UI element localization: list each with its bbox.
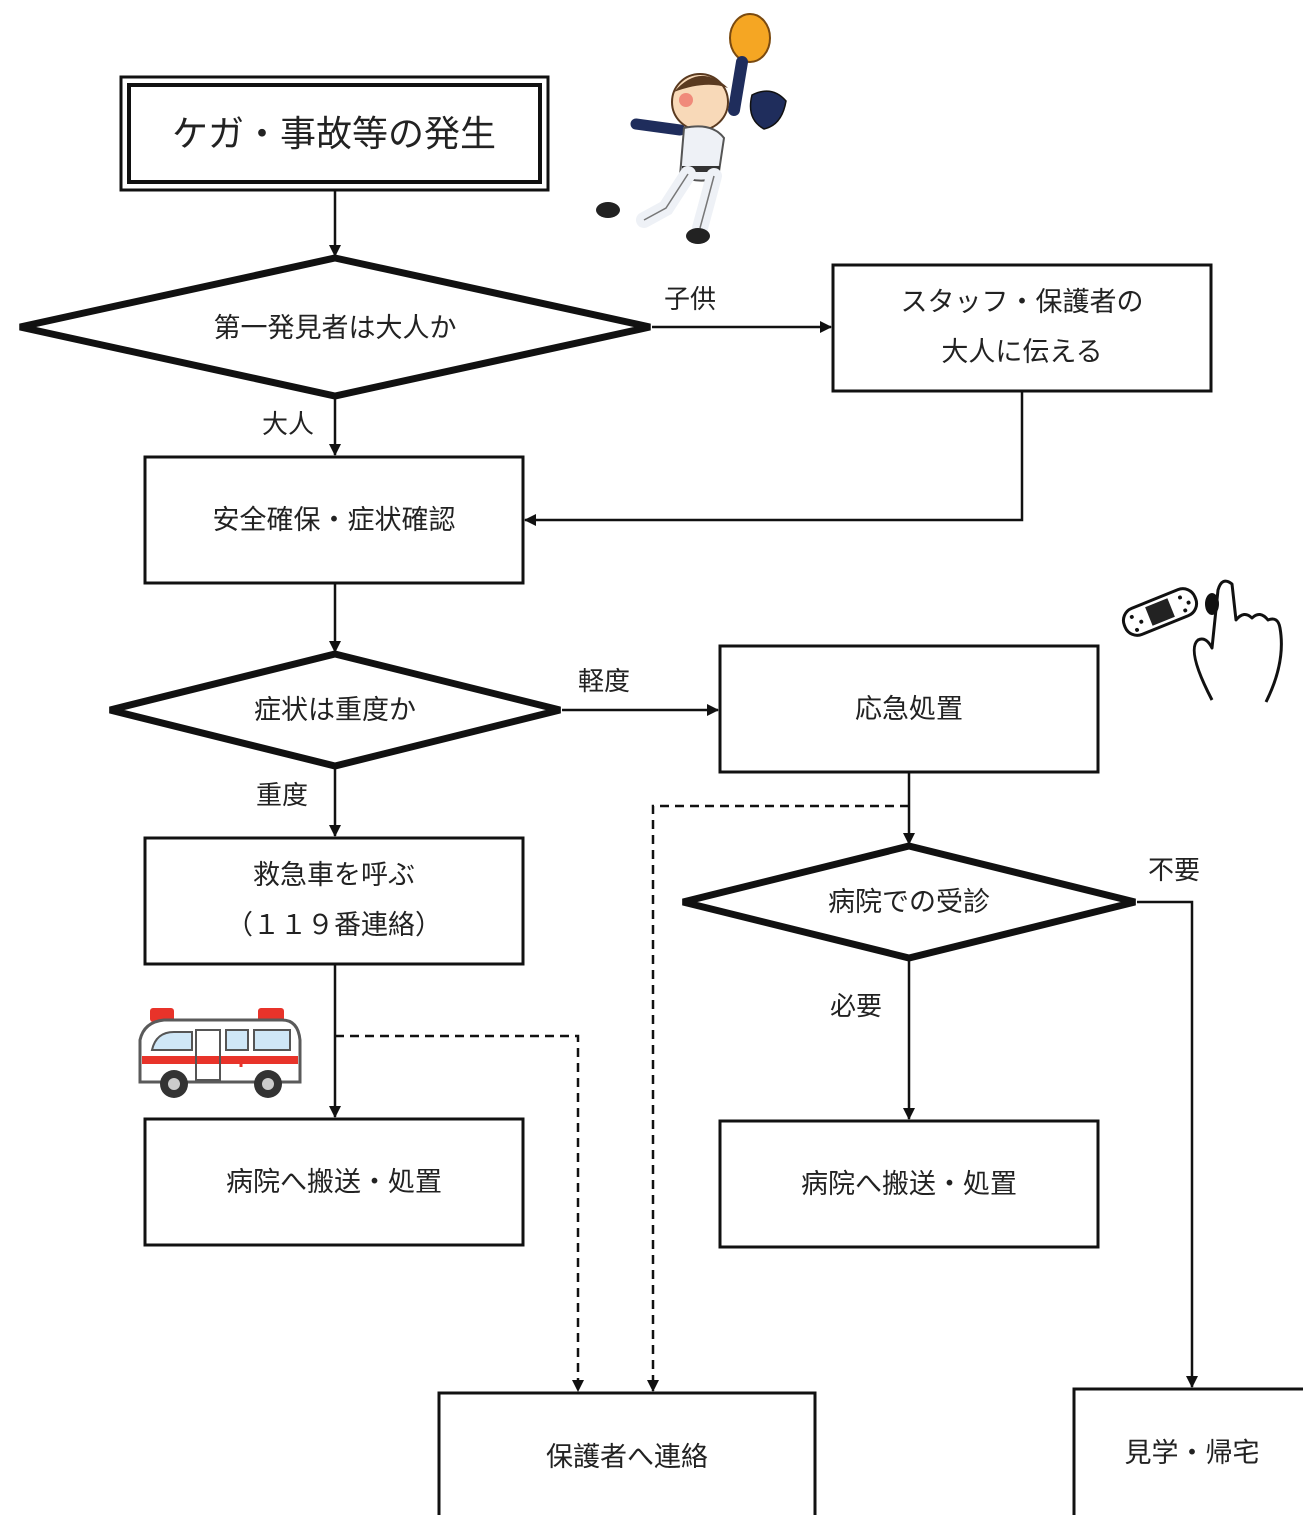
- svg-text:スタッフ・保護者の: スタッフ・保護者の: [901, 287, 1144, 318]
- svg-text:大人に伝える: 大人に伝える: [941, 337, 1102, 368]
- decision-adult-label: 第一発見者は大人か: [214, 313, 457, 344]
- svg-text:見学・帰宅: 見学・帰宅: [1125, 1438, 1260, 1469]
- svg-text:症状は重度か: 症状は重度か: [254, 695, 416, 726]
- node-go-home: 見学・帰宅: [1072, 1387, 1303, 1515]
- svg-text:（１１９番連絡）: （１１９番連絡）: [226, 910, 442, 941]
- edge-first-aid-to-parent-dashed: [647, 804, 909, 1392]
- bandage-hand-illustration: [1121, 579, 1283, 703]
- edge-label-needed: 必要: [830, 992, 882, 1022]
- node-call-ambulance: 救急車を呼ぶ （１１９番連絡）: [143, 836, 525, 966]
- node-hospital-transport-left: 病院へ搬送・処置: [143, 1117, 525, 1247]
- start-label: ケガ・事故等の発生: [172, 114, 496, 155]
- tell-adult-line2: 大人に伝える: [941, 337, 1102, 368]
- node-first-aid: 応急処置: [718, 644, 1100, 774]
- svg-text:病院へ搬送・処置: 病院へ搬送・処置: [226, 1167, 442, 1198]
- svg-text:病院へ搬送・処置: 病院へ搬送・処置: [801, 1169, 1017, 1200]
- tell-adult-line1: スタッフ・保護者の: [901, 287, 1144, 318]
- edge-label-severe: 重度: [256, 781, 308, 811]
- svg-text:子供: 子供: [664, 285, 716, 315]
- node-contact-parent: 保護者へ連絡: [437, 1391, 817, 1515]
- edge-tell-to-safety: [524, 391, 1024, 526]
- decision-severe-label: 症状は重度か: [254, 695, 416, 726]
- decision-hospital-visit: 病院での受診: [682, 842, 1136, 962]
- contact-parent-label: 保護者へ連絡: [546, 1442, 708, 1473]
- svg-text:軽度: 軽度: [578, 667, 630, 697]
- svg-text:必要: 必要: [830, 992, 882, 1022]
- go-home-label: 見学・帰宅: [1125, 1438, 1260, 1469]
- svg-text:ケガ・事故等の発生: ケガ・事故等の発生: [172, 114, 496, 155]
- edge-label-child: 子供: [664, 285, 716, 315]
- safety-check-label: 安全確保・症状確認: [213, 505, 456, 536]
- svg-text:安全確保・症状確認: 安全確保・症状確認: [213, 505, 456, 536]
- node-hospital-transport-right: 病院へ搬送・処置: [718, 1119, 1100, 1249]
- call-ambulance-line2: （１１９番連絡）: [226, 910, 442, 941]
- node-safety-check: 安全確保・症状確認: [143, 455, 525, 585]
- edge-hospital-q-to-home: [1137, 900, 1198, 1388]
- svg-text:第一発見者は大人か: 第一発見者は大人か: [214, 313, 457, 344]
- edge-label-mild: 軽度: [578, 667, 630, 697]
- edge-label-not-needed: 不要: [1148, 856, 1200, 886]
- svg-text:病院での受診: 病院での受診: [828, 887, 990, 918]
- hospital-left-label: 病院へ搬送・処置: [226, 1167, 442, 1198]
- edge-label-adult: 大人: [262, 410, 314, 440]
- hospital-right-label: 病院へ搬送・処置: [801, 1169, 1017, 1200]
- svg-text:救急車を呼ぶ: 救急車を呼ぶ: [253, 860, 415, 891]
- svg-text:不要: 不要: [1148, 856, 1200, 886]
- edge-ambulance-to-parent-dashed: [335, 1034, 584, 1392]
- first-aid-label: 応急処置: [855, 694, 963, 725]
- node-start: ケガ・事故等の発生: [119, 75, 550, 192]
- decision-hospital-label: 病院での受診: [828, 887, 990, 918]
- node-tell-adult: スタッフ・保護者の 大人に伝える: [831, 263, 1213, 393]
- svg-text:保護者へ連絡: 保護者へ連絡: [546, 1442, 708, 1473]
- decision-severe: 症状は重度か: [109, 650, 561, 770]
- svg-text:応急処置: 応急処置: [855, 694, 963, 725]
- call-ambulance-line1: 救急車を呼ぶ: [253, 860, 415, 891]
- svg-text:大人: 大人: [262, 410, 314, 440]
- decision-adult: 第一発見者は大人か: [19, 254, 651, 400]
- ambulance-illustration: [138, 1008, 302, 1098]
- baseball-player-illustration: [596, 13, 787, 244]
- svg-text:重度: 重度: [256, 781, 308, 811]
